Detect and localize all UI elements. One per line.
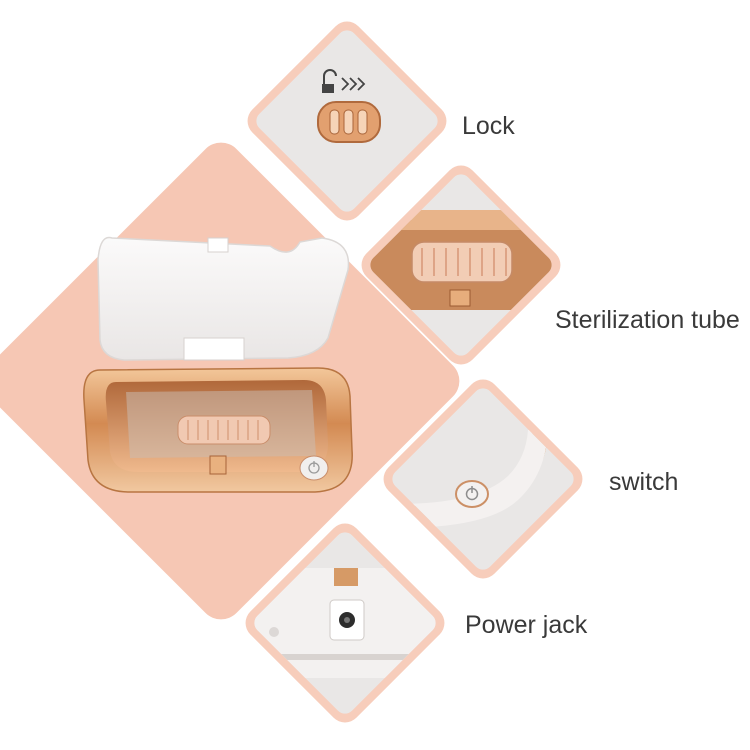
main-product-image	[83, 236, 353, 493]
switch-detail-tile	[376, 372, 590, 586]
product-lid	[97, 236, 350, 361]
sterilization-tube-detail-tile	[354, 158, 568, 372]
unlock-arrows-icon	[322, 69, 366, 93]
power-jack-label: Power jack	[465, 611, 588, 639]
product-power-button	[299, 455, 329, 481]
power-jack-detail-tile	[238, 516, 452, 730]
product-sterilization-tube	[177, 415, 271, 445]
switch-button	[455, 480, 489, 508]
lock-detail-tile	[240, 14, 454, 228]
sterilization-tube	[411, 241, 513, 283]
lock-label: Lock	[462, 112, 515, 140]
sterilization-tube-label: Sterilization tube	[555, 306, 740, 334]
power-icon	[465, 486, 479, 501]
switch-label: switch	[609, 468, 679, 496]
